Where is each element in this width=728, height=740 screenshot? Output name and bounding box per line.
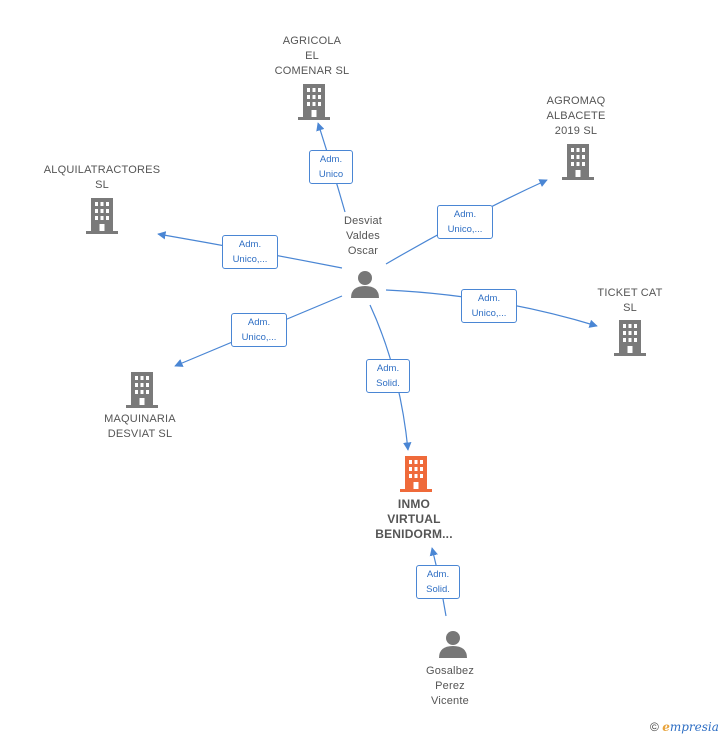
copyright-brand: © empresia xyxy=(650,720,719,734)
building-icon[interactable] xyxy=(86,198,118,239)
person-icon[interactable] xyxy=(438,630,468,663)
building-icon[interactable] xyxy=(562,144,594,185)
node-label-alquilatractores[interactable]: ALQUILATRACTORES SL xyxy=(43,164,161,191)
node-label-desviat[interactable]: Desviat Valdes Oscar xyxy=(343,215,383,257)
building-icon[interactable] xyxy=(614,320,646,361)
brand-logo: empresia xyxy=(662,720,719,734)
building-icon-focus[interactable] xyxy=(400,456,432,497)
relation-label-alquilatractores: Adm. Unico,... xyxy=(222,235,278,269)
copyright-symbol: © xyxy=(650,720,659,734)
node-label-inmo-virtual[interactable]: INMO VIRTUAL BENIDORM... xyxy=(375,497,453,541)
relation-label-inmo: Adm. Solid. xyxy=(366,359,410,393)
relation-label-agromaq: Adm. Unico,... xyxy=(437,205,493,239)
node-label-ticket-cat[interactable]: TICKET CAT SL xyxy=(597,287,663,314)
node-label-agromaq[interactable]: AGROMAQ ALBACETE 2019 SL xyxy=(546,95,606,137)
relation-label-maquinaria: Adm. Unico,... xyxy=(231,313,287,347)
relation-label-gosalbez: Adm. Solid. xyxy=(416,565,460,599)
person-icon[interactable] xyxy=(350,270,380,303)
relation-label-ticket-cat: Adm. Unico,... xyxy=(461,289,517,323)
relation-label-agricola: Adm. Unico xyxy=(309,150,353,184)
building-icon[interactable] xyxy=(298,84,330,125)
node-label-maquinaria[interactable]: MAQUINARIA DESVIAT SL xyxy=(104,413,176,440)
building-icon[interactable] xyxy=(126,372,158,413)
node-label-agricola[interactable]: AGRICOLA EL COMENAR SL xyxy=(274,35,350,77)
node-label-gosalbez[interactable]: Gosalbez Perez Vicente xyxy=(425,665,475,707)
